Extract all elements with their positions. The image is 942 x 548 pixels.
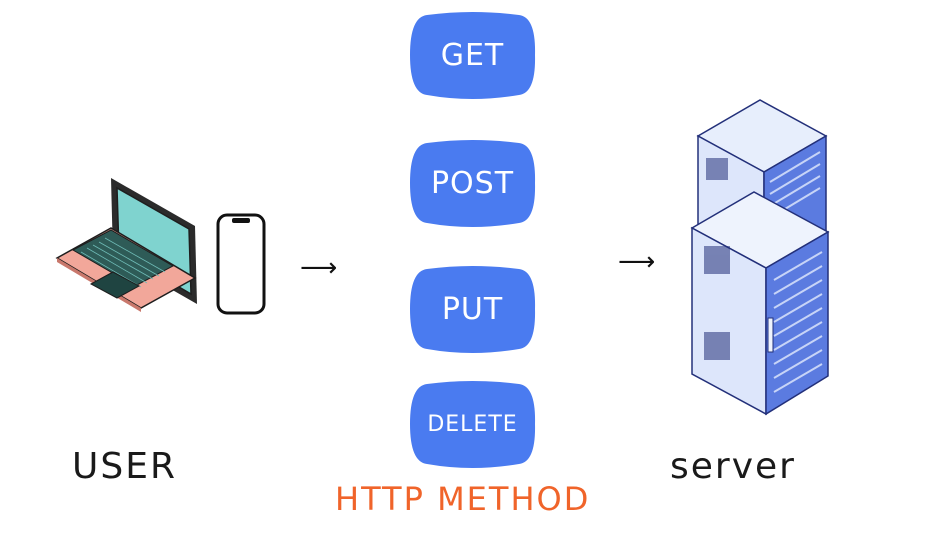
http-method-caption: HTTP METHOD	[335, 480, 591, 518]
arrow-method-to-server: ⟶	[618, 247, 656, 277]
user-label: USER	[72, 446, 177, 487]
arrow-user-to-method: ⟶	[300, 253, 338, 283]
method-delete-badge: DELETE	[409, 380, 536, 468]
method-get-badge: GET	[409, 11, 536, 99]
smartphone-icon	[216, 213, 266, 315]
method-post-badge: POST	[409, 139, 536, 227]
pill-shape	[410, 12, 536, 99]
laptop-icon	[55, 178, 197, 312]
pill-shape	[410, 266, 536, 353]
method-put-badge: PUT	[409, 265, 536, 353]
server-rack-icon	[690, 99, 830, 416]
server-label: server	[670, 446, 796, 487]
pill-shape	[410, 140, 536, 227]
pill-shape	[410, 381, 536, 468]
